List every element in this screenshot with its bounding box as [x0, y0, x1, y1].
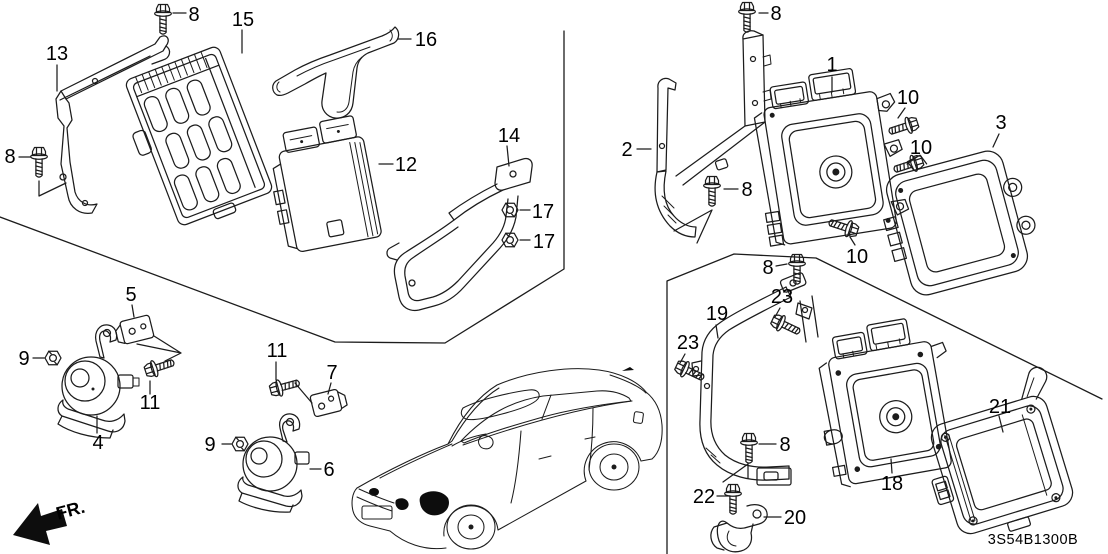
callout-15: 15 [232, 9, 254, 31]
callout-19: 19 [706, 303, 728, 325]
part-8-bolt [703, 175, 721, 207]
callout-11: 11 [140, 392, 161, 414]
part-7-horn-bracket [309, 388, 348, 418]
callout-12: 12 [395, 154, 417, 176]
callout-5: 5 [125, 284, 136, 306]
callout-9: 9 [18, 348, 29, 370]
callout-8: 8 [779, 434, 790, 456]
part-1-engine-control-module [753, 68, 910, 247]
callout-13: 13 [46, 43, 68, 65]
callout-10: 10 [846, 246, 868, 268]
part-23-bolt [768, 311, 804, 341]
callout-23: 23 [771, 286, 793, 308]
part-10-bolt [886, 114, 921, 141]
part-6-horn [237, 413, 310, 513]
callout-1: 1 [826, 54, 837, 76]
callout-17: 17 [533, 231, 555, 253]
part-20-bracket [710, 504, 768, 553]
part-19-control-unit-bracket [691, 272, 819, 486]
part-8-bolt [30, 146, 48, 178]
part-22-bolt [724, 483, 742, 515]
callout-9: 9 [204, 434, 215, 456]
part-17-nut [501, 202, 519, 218]
part-3-control-unit [883, 150, 1036, 296]
vehicle-illustration [351, 367, 663, 550]
fr-direction-label: FR. [54, 497, 87, 524]
callout-8: 8 [741, 179, 752, 201]
part-18-engine-control-module [818, 318, 952, 488]
part-4-horn [57, 324, 140, 439]
section-border-right [666, 253, 1103, 554]
callout-11: 11 [267, 340, 288, 362]
callout-17: 17 [532, 201, 554, 223]
fr-direction-indicator: FR. [13, 497, 87, 545]
part-9-nut [231, 436, 249, 452]
diagram-code: 3S54B1300B [988, 532, 1078, 548]
callout-20: 20 [784, 507, 806, 529]
callout-8: 8 [4, 146, 15, 168]
callout-7: 7 [326, 362, 337, 384]
callout-23: 23 [677, 332, 699, 354]
callout-14: 14 [498, 125, 520, 147]
callout-21: 21 [989, 396, 1011, 418]
callout-3: 3 [995, 112, 1006, 134]
callout-10: 10 [910, 137, 932, 159]
part-14-ecu-bracket [386, 157, 533, 312]
callout-2: 2 [621, 139, 632, 161]
callout-leader-lines [18, 12, 1004, 518]
callout-4: 4 [92, 432, 103, 454]
section-border-left [0, 30, 565, 344]
fr-direction-arrow-icon [13, 503, 67, 545]
part-8-bolt [154, 3, 172, 35]
part-8-bolt [740, 432, 758, 464]
part-21-control-unit [930, 366, 1074, 535]
callout-8: 8 [188, 4, 199, 26]
callout-10: 10 [897, 87, 919, 109]
callout-6: 6 [323, 459, 334, 481]
part-11-bolt [267, 374, 302, 400]
callout-8: 8 [762, 257, 773, 279]
callout-18: 18 [881, 473, 903, 495]
part-13-ecu-bracket [55, 35, 171, 214]
part-5-horn-bracket [115, 314, 155, 345]
part-16-ecu-cover [272, 26, 400, 119]
part-12-engine-control-module [272, 115, 382, 253]
part-9-nut [44, 350, 62, 366]
part-8-bolt [788, 253, 806, 285]
callout-16: 16 [415, 29, 437, 51]
part-8-bolt [738, 1, 756, 33]
part-15-ecu-protector-plate [125, 46, 273, 226]
callout-22: 22 [693, 486, 715, 508]
callout-8: 8 [770, 3, 781, 25]
